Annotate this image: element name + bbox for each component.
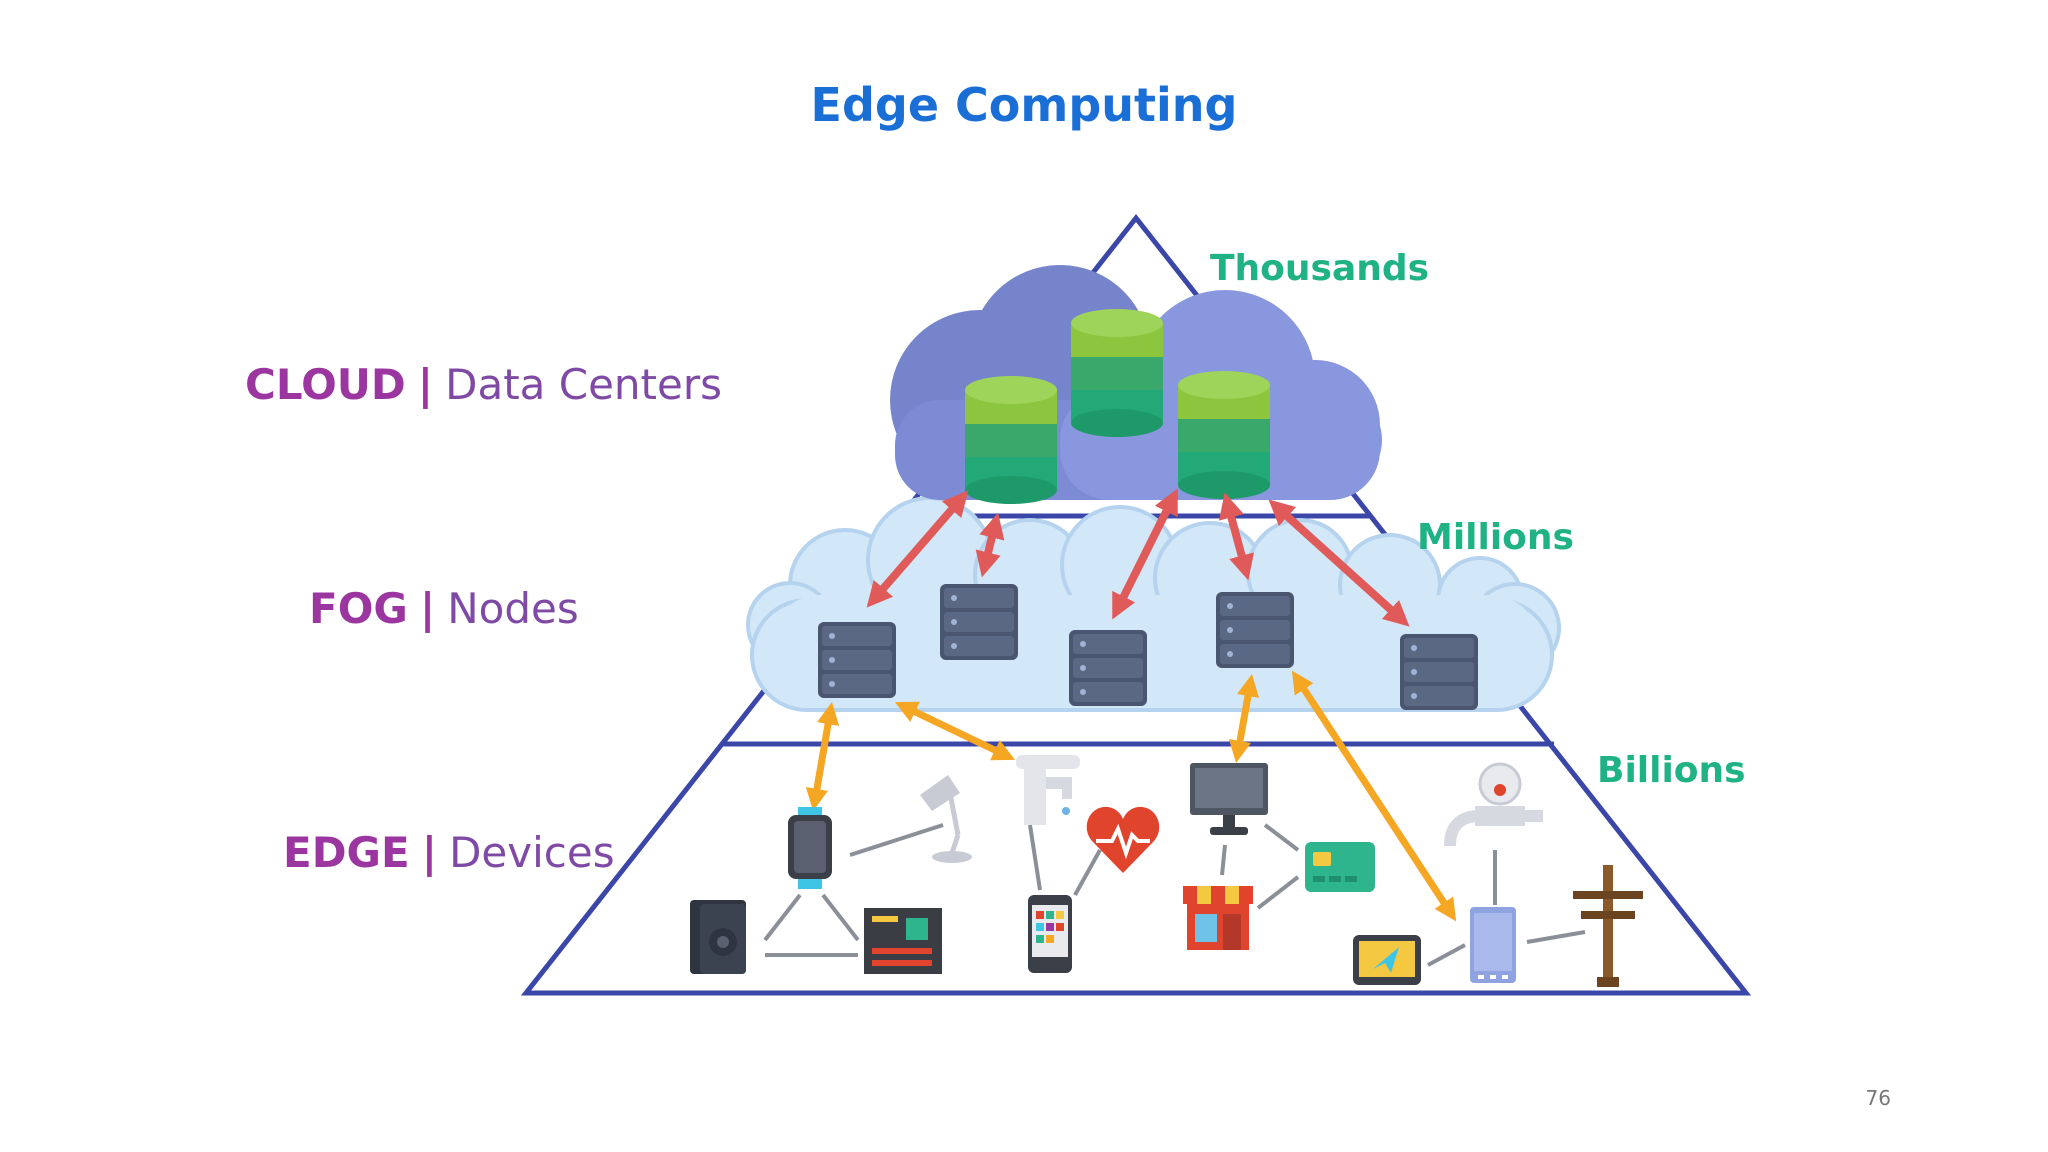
database-icon [1178, 371, 1270, 499]
circuit-board-icon [864, 908, 942, 974]
tier-label-cloud: CLOUD|Data Centers [245, 360, 722, 409]
page-number: 76 [1865, 1086, 1891, 1110]
smartphone-icon [1028, 895, 1072, 973]
shop-icon [1183, 886, 1253, 950]
tier-description: Data Centers [445, 360, 722, 409]
speaker-icon [690, 900, 746, 974]
mobile-device-icon [1470, 907, 1516, 983]
server-icon [818, 622, 896, 698]
tier-name: EDGE [283, 828, 410, 877]
tier-description: Devices [449, 828, 615, 877]
count-label-fog: Millions [1417, 517, 1574, 558]
monitor-icon [1190, 763, 1268, 835]
server-icon [1069, 630, 1147, 706]
smartwatch-icon [788, 807, 832, 889]
gas-meter-icon [1444, 762, 1543, 847]
heart-rate-icon [1086, 806, 1160, 873]
database-icon [1071, 309, 1163, 437]
database-icon [965, 376, 1057, 504]
count-label-cloud: Thousands [1210, 248, 1430, 289]
slide-title: Edge Computing [810, 78, 1238, 132]
server-icon [1400, 634, 1478, 710]
desk-lamp-icon [920, 775, 972, 863]
tier-name: FOG [309, 584, 408, 633]
fog-edge-arrows [805, 670, 1457, 922]
tier-label-edge: EDGE|Devices [283, 828, 615, 877]
faucet-icon [1016, 755, 1080, 825]
navigation-tablet-icon [1353, 935, 1421, 985]
server-icon [1216, 592, 1294, 668]
credit-card-icon [1305, 842, 1375, 892]
edge-device-links [763, 823, 1586, 967]
tier-description: Nodes [447, 584, 579, 633]
utility-pole-icon [1573, 865, 1643, 987]
tier-separator: | [419, 584, 436, 633]
tier-separator: | [417, 360, 434, 409]
tier-separator: | [421, 828, 438, 877]
cloud-fog-arrows [866, 488, 1410, 627]
server-icon [940, 584, 1018, 660]
count-label-edge: Billions [1597, 750, 1746, 791]
tier-name: CLOUD [245, 360, 406, 409]
tier-label-fog: FOG|Nodes [309, 584, 579, 633]
